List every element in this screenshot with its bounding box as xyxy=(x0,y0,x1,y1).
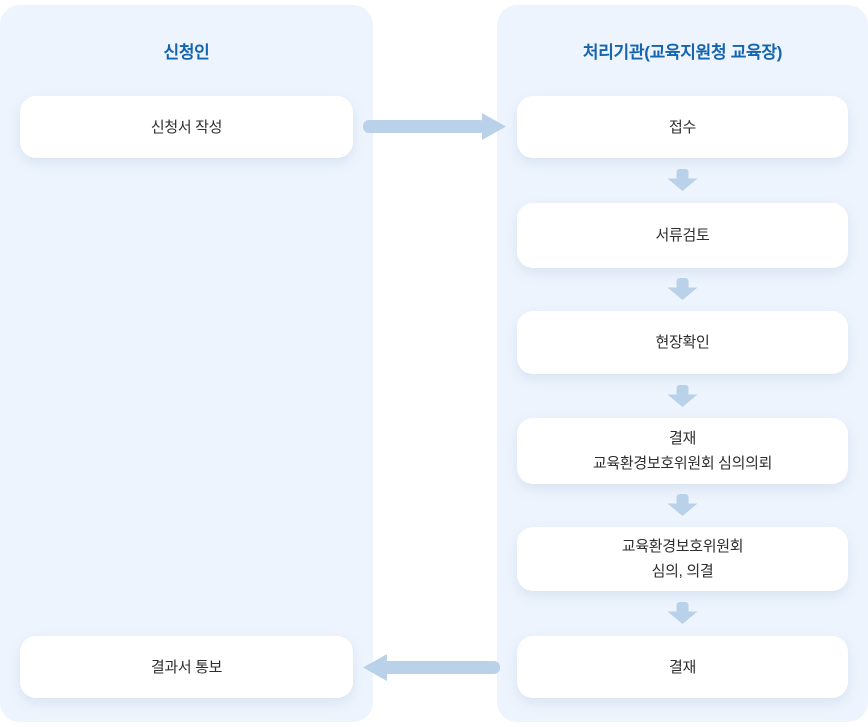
step-label-line1: 교육환경보호위원회 xyxy=(621,538,744,555)
step-label: 접수 xyxy=(668,118,696,136)
step-document-review: 서류검토 xyxy=(517,203,848,268)
step-label-line1: 결재 xyxy=(668,430,696,447)
step-committee-deliberation: 교육환경보호위원회 심의, 의결 xyxy=(517,527,848,591)
step-site-check: 현장확인 xyxy=(517,311,848,374)
step-write-application: 신청서 작성 xyxy=(20,96,353,158)
step-receipt: 접수 xyxy=(517,96,848,158)
arrow-left-icon xyxy=(363,654,500,681)
step-label: 신청서 작성 xyxy=(150,118,223,136)
applicant-panel-title: 신청인 xyxy=(163,43,210,62)
step-label: 현장확인 xyxy=(655,334,710,351)
step-label-line2: 심의, 의결 xyxy=(651,563,714,580)
step-approval-review-request: 결재 교육환경보호위원회 심의의뢰 xyxy=(517,418,848,484)
arrow-down-icon xyxy=(667,385,698,407)
step-approval: 결재 xyxy=(517,636,848,698)
arrow-right-icon xyxy=(363,113,506,140)
arrow-down-icon xyxy=(667,169,698,191)
step-label-line2: 교육환경보호위원회 심의의뢰 xyxy=(592,455,773,472)
step-label: 결재 xyxy=(668,658,696,676)
arrow-down-icon xyxy=(667,278,698,300)
step-label: 서류검토 xyxy=(655,227,710,244)
step-label: 결과서 통보 xyxy=(150,658,223,676)
arrow-down-icon xyxy=(667,602,698,624)
arrow-down-icon xyxy=(667,494,698,516)
step-result-notice: 결과서 통보 xyxy=(20,636,353,698)
agency-panel-title: 처리기관(교육지원청 교육장) xyxy=(582,43,783,62)
